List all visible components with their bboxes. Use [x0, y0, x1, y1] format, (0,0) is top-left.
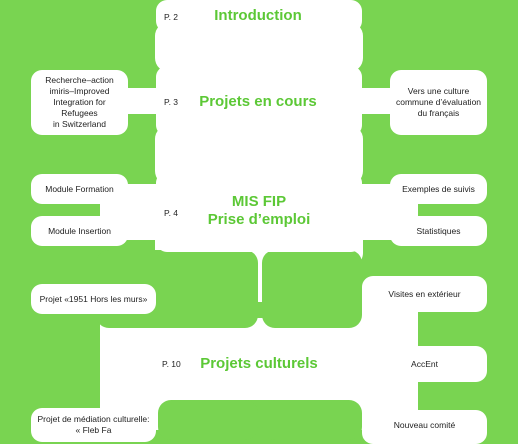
- side-card[interactable]: Module Insertion: [31, 216, 128, 246]
- gap-shape: [262, 250, 362, 328]
- page-number: P. 3: [164, 97, 179, 107]
- side-card-label: Module Insertion: [48, 225, 111, 236]
- side-card[interactable]: Projet «1951 Hors les murs»: [31, 284, 156, 314]
- page-number: P. 2: [164, 12, 179, 22]
- side-card-label: Projet de médiation culturelle: « Fleb F…: [37, 414, 150, 435]
- side-card[interactable]: Statistiques: [390, 216, 487, 246]
- side-card-label: Module Formation: [45, 183, 114, 194]
- gap-shape: [158, 400, 258, 440]
- section-title: Introduction: [214, 7, 302, 24]
- side-card[interactable]: Exemples de suivis: [390, 174, 487, 204]
- gap-shape: [262, 400, 362, 440]
- side-card-label: Visites en extérieur: [388, 288, 461, 299]
- section-title: Projets en cours: [199, 93, 317, 110]
- side-card-label: Exemples de suivis: [402, 183, 475, 194]
- side-card[interactable]: Recherche–action imiris–Improved Integra…: [31, 70, 128, 135]
- side-card[interactable]: Module Formation: [31, 174, 128, 204]
- side-card-label: Statistiques: [416, 225, 461, 236]
- side-card[interactable]: Projet de médiation culturelle: « Fleb F…: [31, 408, 156, 442]
- side-card-label: Vers une culture commune d’évaluation du…: [395, 86, 482, 118]
- side-card-label: Nouveau comité: [393, 420, 456, 430]
- side-card[interactable]: AccEnt: [362, 346, 487, 382]
- side-card-label: Projet «1951 Hors les murs»: [39, 293, 148, 304]
- section-projets-culturels[interactable]: [156, 328, 362, 398]
- section-mis-fip[interactable]: [156, 172, 362, 252]
- page-number: P. 10: [162, 359, 181, 369]
- side-card-label: AccEnt: [411, 358, 438, 369]
- side-card[interactable]: Nouveau comité: [362, 410, 487, 444]
- section-title-line1: MIS FIP: [231, 193, 287, 210]
- section-title-line2: Prise d’emploi: [207, 211, 311, 228]
- side-card[interactable]: Vers une culture commune d’évaluation du…: [390, 70, 487, 135]
- section-title: Projets culturels: [200, 355, 318, 372]
- page-number: P. 4: [164, 208, 179, 218]
- section-introduction[interactable]: [156, 0, 362, 32]
- side-card-label: Recherche–action imiris–Improved Integra…: [45, 75, 114, 129]
- side-card[interactable]: Visites en extérieur: [362, 276, 487, 312]
- section-projets-en-cours[interactable]: [156, 66, 362, 136]
